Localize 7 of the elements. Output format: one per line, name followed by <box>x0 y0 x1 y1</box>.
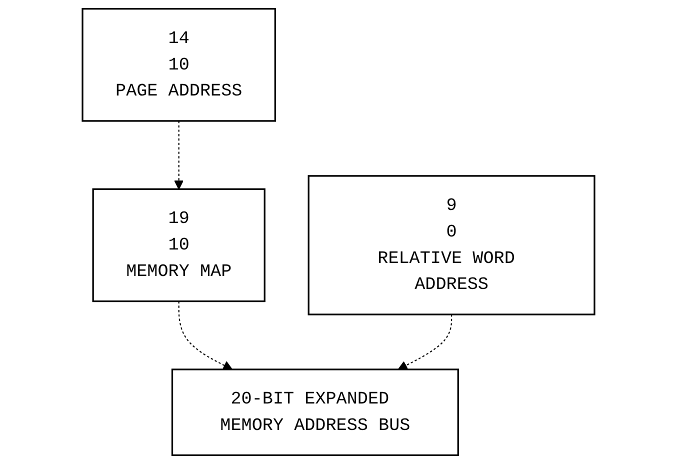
arrow <box>174 120 184 190</box>
node-box: 14 10 PAGE ADDRESS <box>82 8 276 122</box>
arrow <box>178 301 233 370</box>
node-box: 19 10 MEMORY MAP <box>92 188 266 302</box>
node-box: 20-BIT EXPANDED MEMORY ADDRESS BUS <box>171 368 459 456</box>
arrow <box>398 314 452 370</box>
node-box: 9 0 RELATIVE WORD ADDRESS <box>308 175 596 316</box>
